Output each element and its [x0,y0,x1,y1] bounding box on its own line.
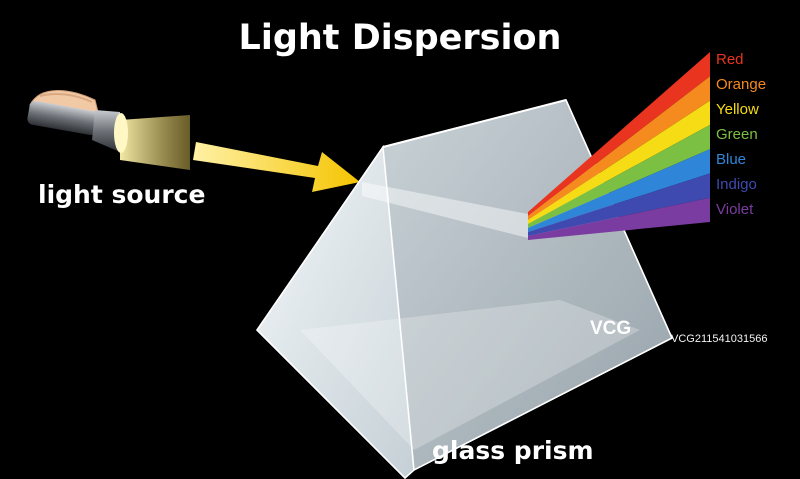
watermark-id: VCG211541031566 [671,333,768,345]
refracted-light [362,182,528,238]
glass-prism-label: glass prism [432,436,594,465]
spectrum-color-green: Green [716,126,758,143]
light-beam [120,115,190,170]
light-source-label: light source [38,180,206,209]
page-title: Light Dispersion [238,18,562,58]
spectrum-color-red: Red [716,51,744,68]
spectrum-band-red [528,52,710,216]
spectrum-band-orange [528,76,710,221]
spectrum-color-blue: Blue [716,151,747,168]
arrow-right-icon [193,142,360,192]
spectrum-color-violet: Violet [716,201,754,218]
spectrum-color-yellow: Yellow [716,101,759,118]
spectrum-band-blue [528,149,710,232]
flashlight-icon [27,101,128,153]
watermark-logo: VCG [590,318,632,339]
spectrum-band-violet [528,197,710,240]
spectrum-band-yellow [528,100,710,224]
spectrum-color-indigo: Indigo [716,176,757,193]
spectrum-color-orange: Orange [716,76,767,93]
spectrum-fan [528,52,710,240]
spectrum-band-green [528,124,710,228]
spectrum-band-indigo [528,173,710,236]
